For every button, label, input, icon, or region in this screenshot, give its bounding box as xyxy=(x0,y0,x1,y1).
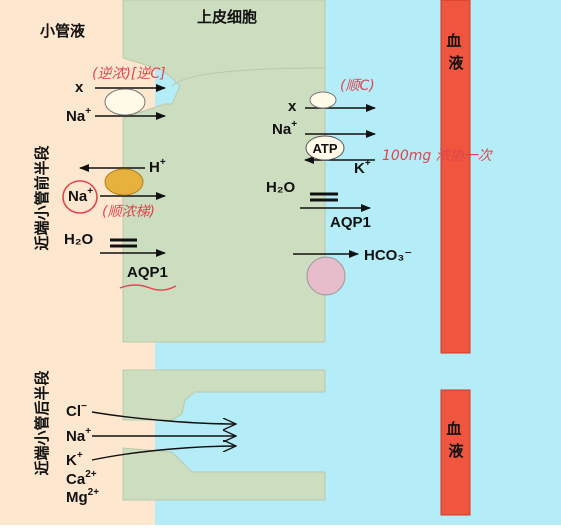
blood-label-top-char2: 液 xyxy=(448,54,464,72)
sglt-carrier xyxy=(104,88,146,116)
handwritten-underline-aqp1 xyxy=(119,284,177,291)
handwritten-note-4: 100mg 浓协一次 xyxy=(382,148,494,164)
blood-label-top-char1: 血 xyxy=(446,32,461,50)
hco3-label: HCO₃⁻ xyxy=(364,247,412,264)
epithelium-label: 上皮细胞 xyxy=(197,8,257,26)
na-k-atpase xyxy=(305,135,345,161)
blood-label-top: 血 液 xyxy=(446,32,465,72)
ca-label: Ca2+ xyxy=(66,469,97,488)
x-right-label: x xyxy=(288,98,297,115)
k-paracellular-arrow xyxy=(91,446,236,461)
h-plus-label: H+ xyxy=(149,157,166,176)
handwritten-circle xyxy=(62,180,98,214)
blood-label-bottom-char2: 液 xyxy=(448,442,464,460)
mg-label: Mg2+ xyxy=(66,487,99,506)
blood-vessel-bottom xyxy=(440,389,471,516)
epithelial-cell-bottom-upper xyxy=(122,369,326,421)
x-left-label: x xyxy=(75,79,84,96)
front-segment-label: 近端小管前半段 xyxy=(33,145,51,250)
handwritten-note-3: (顺浓梯) xyxy=(102,204,155,220)
atp-label: ATP xyxy=(312,141,337,156)
na-h-exchanger xyxy=(104,168,144,196)
aqp1-left-label: AQP1 xyxy=(127,264,168,281)
handwritten-note-1: (逆浓)[逆C] xyxy=(92,66,166,82)
na-right-label: Na+ xyxy=(272,119,297,138)
na-left-label: Na+ xyxy=(66,106,91,125)
handwritten-note-2: (顺C) xyxy=(340,78,375,94)
back-segment-label: 近端小管后半段 xyxy=(33,370,51,475)
na-bottom-label: Na+ xyxy=(66,426,91,445)
blood-label-bottom: 血 液 xyxy=(446,420,465,460)
x-exit-carrier xyxy=(309,91,337,109)
hco3-carrier xyxy=(306,256,346,296)
aqp1-right-label: AQP1 xyxy=(330,214,371,231)
k-bottom-label: K+ xyxy=(66,450,83,469)
cl-paracellular-arrow xyxy=(91,411,236,424)
epithelial-cell-bottom-lower xyxy=(122,447,326,501)
h2o-right-label: H₂O xyxy=(266,179,295,196)
blood-label-bottom-char1: 血 xyxy=(446,420,461,438)
cl-label: Cl− xyxy=(66,401,87,420)
lumen-label: 小管液 xyxy=(40,22,86,40)
blood-vessel-top xyxy=(440,0,471,354)
tight-junction-top xyxy=(171,67,326,87)
na-left2-label: Na+ xyxy=(68,186,93,205)
k-right-label: K+ xyxy=(354,158,371,177)
h2o-left-label: H₂O xyxy=(64,231,93,248)
